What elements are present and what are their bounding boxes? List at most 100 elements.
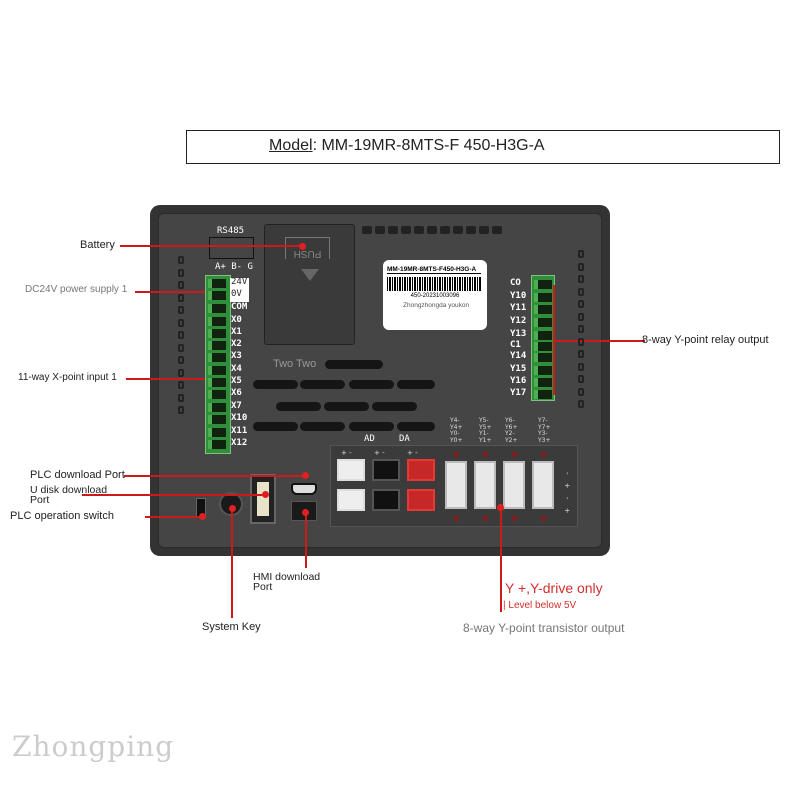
watermark: Zhongping [12, 730, 175, 763]
terminal-pin [208, 341, 226, 350]
marker-dot [262, 491, 269, 498]
y-transistor-connector[interactable] [445, 461, 467, 509]
terminal-label-co: CO [510, 278, 521, 288]
relay-leader [555, 340, 645, 342]
ad2-polarity: + - [374, 449, 385, 457]
y-transistor-connector[interactable] [503, 461, 525, 509]
push-mark: PUSH [285, 237, 330, 259]
ad-connector[interactable] [337, 489, 365, 511]
terminal-label-y12: Y12 [510, 316, 527, 326]
terminal-label-x7: X7 [231, 401, 242, 411]
y-group-label: Y1- [479, 430, 489, 437]
model-sticker: MM-19MR-8MTS-F450-H3G-A 450-20231003096 … [383, 260, 487, 330]
terminal-pin [208, 440, 226, 449]
model-box: Model: MM-19MR-8MTS-F 450-H3G-A [186, 130, 780, 164]
sticker-serial: 450-20231003096 [410, 293, 460, 299]
terminal-pin [534, 366, 552, 375]
terminal-pin [534, 353, 552, 362]
vent-hole [578, 262, 584, 271]
rs485-port [209, 237, 254, 259]
vent-slot [349, 422, 394, 431]
hmi-download-leader [305, 512, 307, 568]
vent-hole [178, 318, 184, 327]
vent-hole [414, 226, 424, 234]
vent-hole [578, 400, 584, 408]
vent-slot [324, 402, 369, 411]
y-group-label: Y2- [505, 430, 515, 437]
terminal-pin [208, 428, 226, 437]
terminal-pin [208, 378, 226, 387]
terminal-pin [534, 280, 552, 289]
vent-hole [578, 300, 584, 308]
vent-hole [427, 226, 437, 234]
y-group-label: Y4- [450, 417, 460, 424]
relay-bracket [553, 285, 555, 395]
vent-hole [178, 268, 184, 277]
vent-hole [440, 226, 450, 234]
terminal-label-y16: Y16 [510, 376, 527, 386]
battery-cover: PUSH [264, 224, 355, 345]
vent-slot [397, 422, 435, 431]
terminal-pin [534, 293, 552, 302]
system-key-leader [231, 508, 233, 618]
u-disk-leader [82, 494, 265, 496]
terminal-pin [534, 318, 552, 327]
label-x-input: 11-way X-point input 1 [18, 372, 117, 383]
marker-dot [454, 452, 459, 457]
terminal-label-y15: Y15 [510, 364, 527, 374]
y-group-label: Y5+ [479, 423, 492, 431]
terminal-label-x2: X2 [231, 339, 242, 349]
label-y-drive: Y +,Y-drive only [505, 580, 603, 596]
terminal-label-y14: Y14 [510, 351, 527, 361]
x-input-leader [126, 378, 205, 380]
marker-dot [199, 513, 206, 520]
y-group-label: Y7+ [538, 423, 551, 431]
analog-connector[interactable] [372, 489, 400, 511]
terminal-pin [534, 390, 552, 399]
ad-connector[interactable] [337, 459, 365, 481]
vent-hole [578, 312, 584, 321]
marker-dot [454, 516, 459, 521]
vent-hole [178, 381, 184, 389]
vent-hole [578, 387, 584, 396]
marker-dot [541, 516, 546, 521]
vent-hole [388, 226, 398, 234]
vent-hole [578, 362, 584, 371]
sticker-maker: Zhongzhongda youkon [403, 302, 470, 309]
sticker-model: MM-19MR-8MTS-F450-H3G-A [387, 266, 481, 274]
vent-slot [397, 380, 435, 389]
terminal-label-y17: Y17 [510, 388, 527, 398]
mini-usb-port-plc[interactable] [291, 483, 317, 495]
side-signs: - + - + [563, 472, 571, 517]
vent-hole [578, 325, 584, 333]
label-plc-download: PLC download Port [30, 469, 125, 481]
terminal-pin [534, 305, 552, 314]
vent-slot [300, 380, 345, 389]
terminal-pin [208, 390, 226, 399]
y-group-label: Y1+ [479, 436, 492, 444]
vent-hole [178, 256, 184, 264]
y-transistor-connector[interactable] [532, 461, 554, 509]
vent-hole [178, 281, 184, 289]
da-connector[interactable] [407, 459, 435, 481]
y-group-label: Y2+ [505, 436, 518, 444]
vent-hole [375, 226, 385, 234]
usb-a-port[interactable] [250, 474, 276, 524]
analog-connector[interactable] [372, 459, 400, 481]
da-connector[interactable] [407, 489, 435, 511]
power-label-box [230, 278, 249, 302]
terminal-label-y13: Y13 [510, 329, 527, 339]
vent-hole [492, 226, 502, 234]
terminal-pin [208, 304, 226, 313]
vent-hole [453, 226, 463, 234]
arrow-down-icon [301, 269, 319, 281]
ad-label: AD [364, 434, 375, 444]
vent-hole [362, 226, 372, 234]
terminal-label-c1: C1 [510, 340, 521, 350]
io-connector-panel: + - + - + - - + - + [330, 445, 578, 527]
terminal-pin [534, 331, 552, 340]
marker-dot [483, 516, 488, 521]
y-group-label: Y6+ [505, 423, 518, 431]
y-group-label: Y7- [538, 417, 548, 424]
y-transistor-connector[interactable] [474, 461, 496, 509]
